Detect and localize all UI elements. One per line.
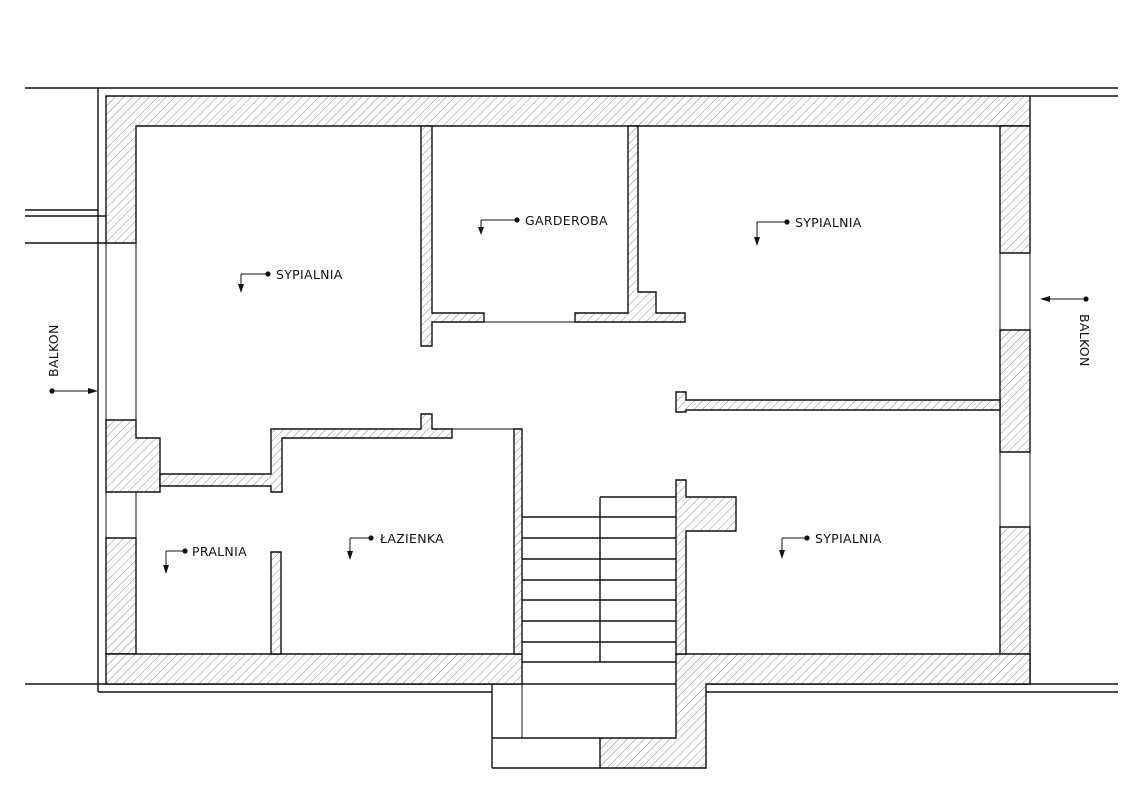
site-lines bbox=[25, 87, 1118, 693]
room-label-bedroom-left: SYPIALNIA bbox=[238, 267, 343, 293]
wall-bottom-right bbox=[599, 653, 1031, 769]
openings bbox=[105, 242, 1031, 539]
room-name: SYPIALNIA bbox=[276, 267, 343, 282]
room-label-bathroom: ŁAZIENKA bbox=[347, 531, 444, 560]
room-label-bedroom-top-right: SYPIALNIA bbox=[754, 215, 862, 246]
exterior-walls bbox=[105, 95, 1031, 769]
wall-bathroom-right bbox=[513, 428, 523, 655]
wall-right-1 bbox=[999, 125, 1031, 254]
balcony-left-label: BALKON bbox=[46, 324, 61, 377]
room-name: PRALNIA bbox=[192, 544, 247, 559]
room-label-laundry: PRALNIA bbox=[163, 544, 247, 574]
wall-laundry-partition bbox=[270, 551, 282, 655]
wall-bottom bbox=[105, 653, 523, 685]
room-name: ŁAZIENKA bbox=[379, 531, 444, 546]
wall-left-1 bbox=[105, 419, 161, 493]
room-label-wardrobe: GARDEROBA bbox=[478, 213, 608, 235]
wall-bedroom-right-lower bbox=[675, 391, 1001, 413]
wall-bathroom-top bbox=[159, 413, 453, 493]
interior-walls bbox=[159, 125, 1001, 655]
balcony-right-label: BALKON bbox=[1077, 314, 1092, 367]
wall-right-2 bbox=[999, 329, 1031, 453]
wall-left-2 bbox=[105, 537, 137, 655]
staircase bbox=[522, 496, 676, 663]
balcony-left-marker: BALKON bbox=[46, 324, 98, 394]
room-name: SYPIALNIA bbox=[815, 531, 882, 546]
wall-wardrobe-left bbox=[420, 125, 485, 347]
wall-wardrobe-right bbox=[574, 125, 686, 323]
wall-stair-right bbox=[675, 479, 737, 655]
room-name: GARDEROBA bbox=[525, 213, 608, 228]
balcony-right-marker: BALKON bbox=[1040, 296, 1092, 367]
room-name: SYPIALNIA bbox=[795, 215, 862, 230]
room-label-bedroom-bottom-right: SYPIALNIA bbox=[779, 531, 882, 559]
